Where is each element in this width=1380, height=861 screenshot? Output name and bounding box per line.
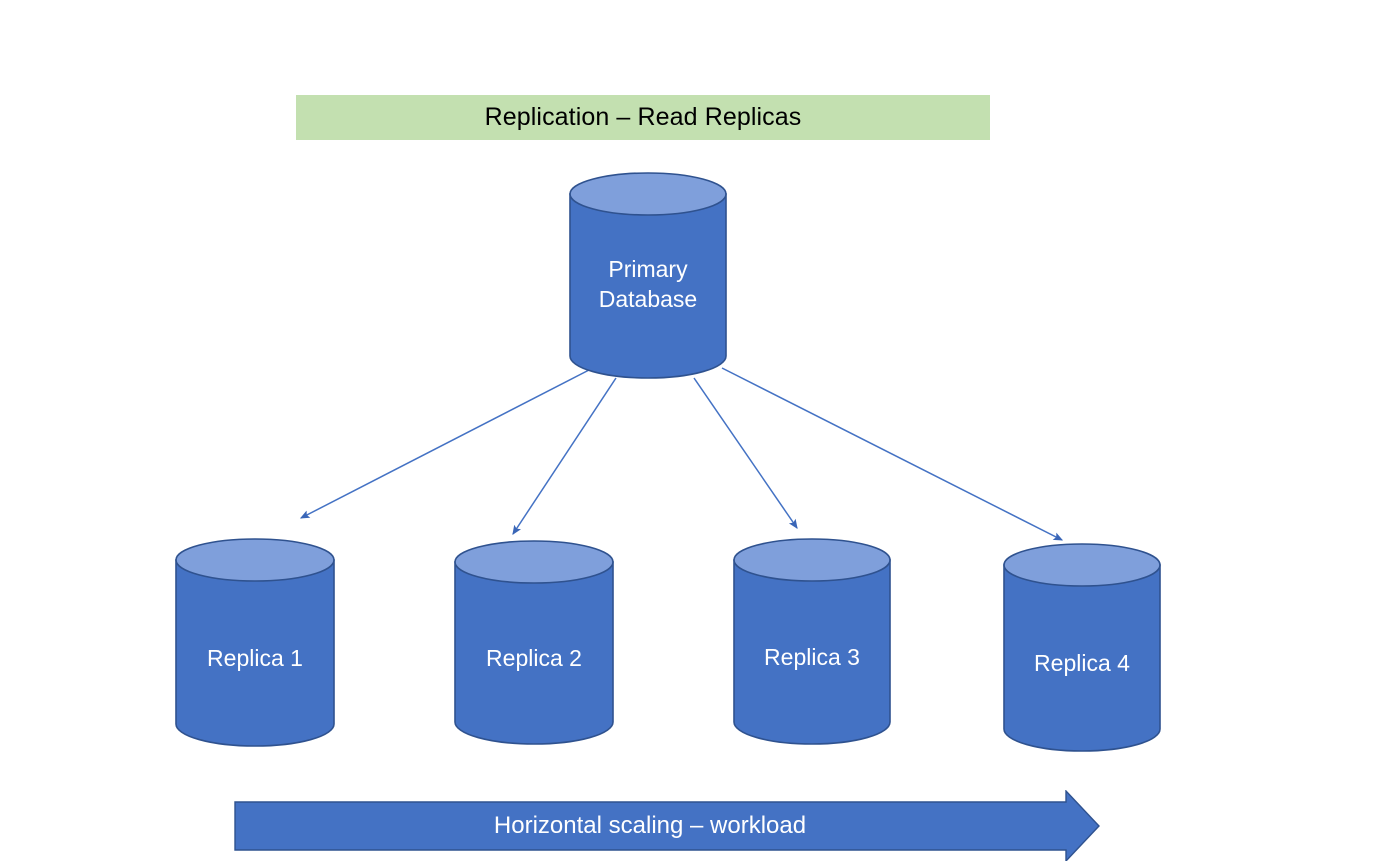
replica-1-cylinder[interactable]: Replica 1 (174, 538, 336, 748)
cylinder-body (454, 561, 614, 745)
cylinder-top-ellipse (1003, 543, 1161, 587)
cylinder-top-ellipse (733, 538, 891, 582)
block-arrow-shape (234, 790, 1100, 861)
replica-2-cylinder[interactable]: Replica 2 (453, 540, 615, 746)
connector-primary-to-replica-2 (512, 377, 617, 536)
connector-primary-to-replica-1 (299, 369, 590, 519)
replica-4-cylinder[interactable]: Replica 4 (1002, 543, 1162, 753)
cylinder-body (733, 559, 891, 745)
cylinder-body (1003, 564, 1161, 752)
cylinder-top-ellipse (569, 172, 727, 216)
replica-3-cylinder[interactable]: Replica 3 (732, 538, 892, 746)
cylinder-top-ellipse (175, 538, 335, 582)
cylinder-top-ellipse (454, 540, 614, 584)
title-banner-label: Replication – Read Replicas (484, 103, 802, 131)
horizontal-scaling-arrow[interactable]: Horizontal scaling – workload (234, 790, 1100, 861)
connector-primary-to-replica-3 (693, 377, 798, 529)
primary-database-cylinder[interactable]: Primary Database (568, 172, 728, 379)
cylinder-body (569, 193, 727, 379)
connector-primary-to-replica-4 (721, 367, 1064, 541)
cylinder-body (175, 559, 335, 747)
title-banner: Replication – Read Replicas (296, 95, 990, 140)
